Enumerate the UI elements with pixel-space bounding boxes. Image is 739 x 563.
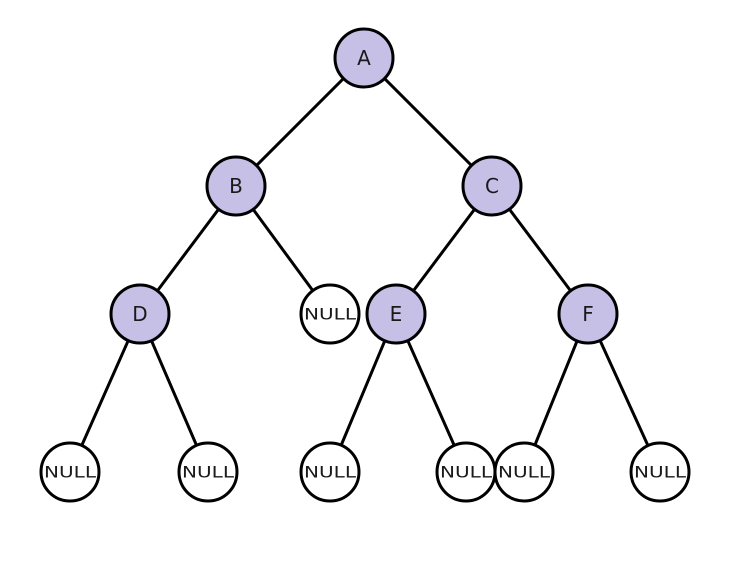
node-label: NULL	[304, 463, 356, 482]
node-label: NULL	[498, 463, 550, 482]
node-circle	[299, 441, 361, 503]
node-label: C	[485, 174, 499, 198]
node-circle	[629, 441, 691, 503]
null-node: NULL	[299, 441, 361, 503]
null-node: NULL	[177, 441, 239, 503]
node-label: F	[582, 302, 594, 326]
node-label: NULL	[182, 463, 234, 482]
tree-node-c: C	[461, 155, 523, 217]
node-circle	[333, 27, 395, 89]
node-circle	[493, 441, 555, 503]
node-circle	[205, 155, 267, 217]
node-circle	[109, 283, 171, 345]
node-circle	[461, 155, 523, 217]
tree-edges	[68, 56, 662, 474]
tree-node-b: B	[205, 155, 267, 217]
node-circle	[557, 283, 619, 345]
node-circle	[365, 283, 427, 345]
null-node: NULL	[435, 441, 497, 503]
node-circle	[39, 441, 101, 503]
node-label: E	[390, 302, 403, 326]
node-circle	[299, 283, 361, 345]
node-label: B	[229, 174, 243, 198]
node-label: A	[357, 46, 371, 70]
null-node: NULL	[299, 283, 361, 345]
tree-node-a: A	[333, 27, 395, 89]
tree-node-f: F	[557, 283, 619, 345]
node-label: NULL	[304, 305, 356, 324]
tree-node-e: E	[365, 283, 427, 345]
tree-node-d: D	[109, 283, 171, 345]
null-node: NULL	[629, 441, 691, 503]
node-label: NULL	[634, 463, 686, 482]
node-label: D	[132, 302, 147, 326]
tree-nodes: A B C D NULL E F NULL NULL NULL NULL NULL NULL	[39, 27, 691, 503]
null-node: NULL	[493, 441, 555, 503]
node-circle	[177, 441, 239, 503]
null-node: NULL	[39, 441, 101, 503]
node-label: NULL	[44, 463, 96, 482]
node-label: NULL	[440, 463, 492, 482]
